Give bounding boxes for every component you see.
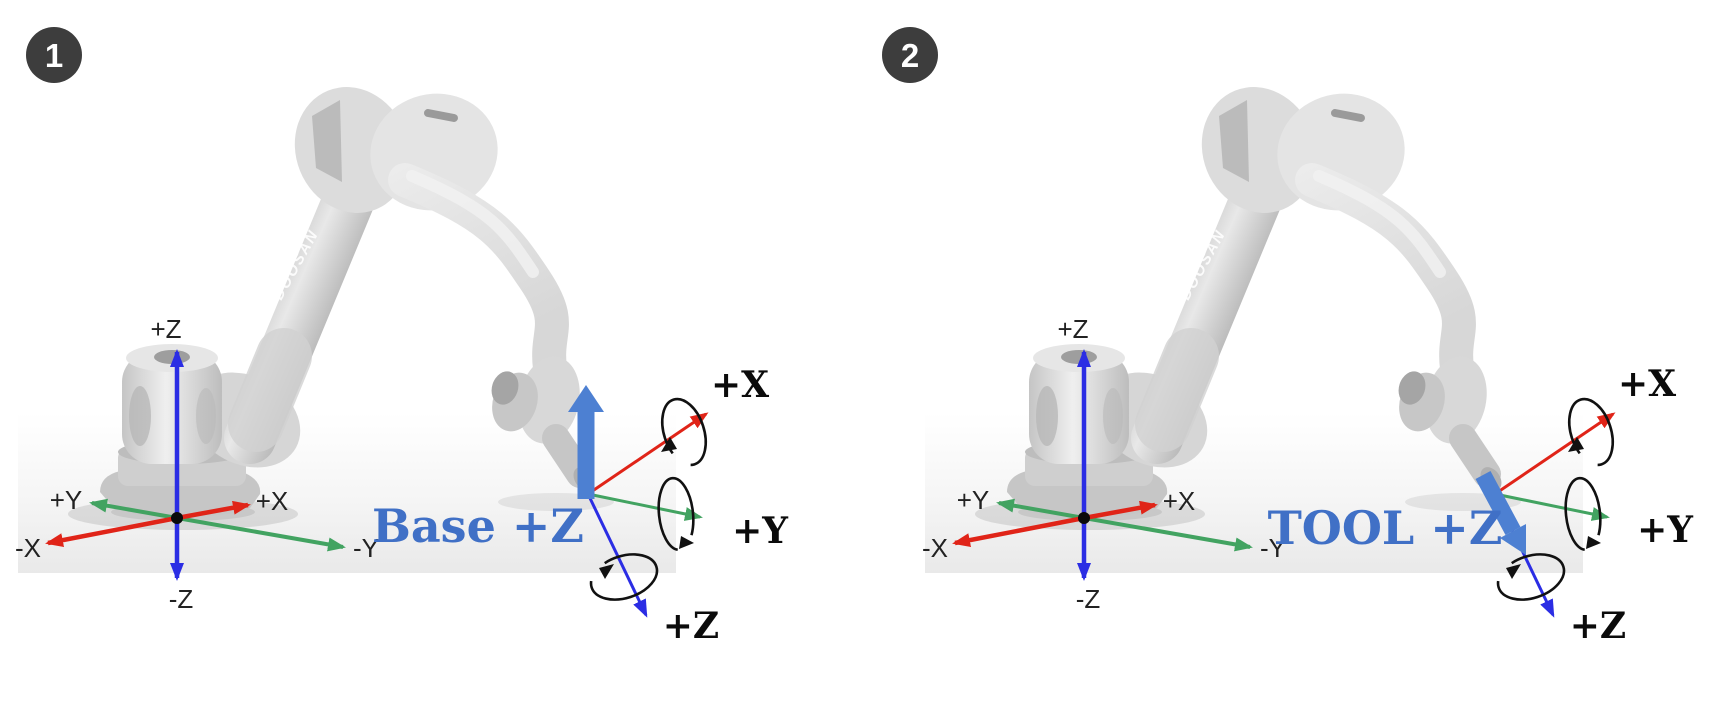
tool-z-arrowhead-icon: [1500, 524, 1526, 555]
base-label-plus-z: +Z: [150, 314, 181, 344]
base-label-minus-z: -Z: [169, 584, 194, 614]
base-z-arrowhead-icon: [568, 385, 604, 412]
step-badge-2-number: 2: [901, 37, 919, 74]
base-label-plus-z: +Z: [1057, 314, 1088, 344]
base-label-plus-x: +X: [1163, 486, 1196, 516]
tool-label-plus-z: +Z: [663, 605, 719, 647]
tool-label-plus-y: +Y: [1637, 509, 1694, 551]
step-badge-2: [882, 27, 938, 83]
panel-2-caption: TOOL +Z: [1268, 501, 1503, 555]
tool-label-plus-x: +X: [1618, 363, 1676, 405]
step-badge-1-number: 1: [45, 37, 63, 74]
base-label-plus-y: +Y: [50, 485, 83, 515]
base-label-minus-x: -X: [922, 533, 948, 563]
panel-1-labels: 1 +Z -Z +Y -Y +X -X +X +Y +Z Base +Z: [15, 27, 789, 647]
tool-label-plus-x: +X: [711, 364, 769, 406]
base-label-plus-y: +Y: [957, 485, 990, 515]
tool-z-highlight-arrow: [1475, 470, 1526, 555]
base-label-minus-z: -Z: [1076, 584, 1101, 614]
panel-1-caption: Base +Z: [372, 499, 584, 553]
step-badge-1: [26, 27, 82, 83]
base-z-highlight-arrow: [568, 385, 604, 499]
tool-label-plus-z: +Z: [1570, 605, 1626, 647]
base-label-minus-x: -X: [15, 533, 41, 563]
tool-label-plus-y: +Y: [732, 510, 789, 552]
base-label-plus-x: +X: [256, 486, 289, 516]
base-label-minus-y: -Y: [353, 533, 379, 563]
panel-2-labels: 2 +Z -Z +Y -Y +X -X +X +Y +Z TOOL +Z: [882, 27, 1694, 647]
base-label-minus-y: -Y: [1260, 533, 1286, 563]
